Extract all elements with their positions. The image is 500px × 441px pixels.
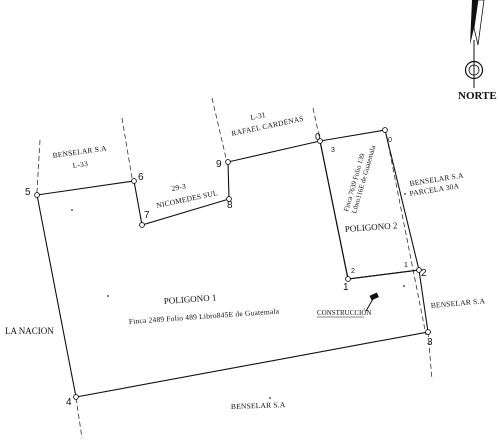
vertex-2-marker xyxy=(416,267,422,273)
vertex-2-outer-label: 2 xyxy=(421,268,427,279)
neighbor-boundary-lines xyxy=(36,97,433,439)
vertex-8-label: 8 xyxy=(227,200,233,211)
vertex-5-marker xyxy=(34,192,40,198)
boundary-line-left-top xyxy=(36,139,41,193)
boundary-line-right-outer xyxy=(384,127,427,336)
vertex-1-marker xyxy=(345,276,351,282)
lot-29-owner: NICOMEDES SUL xyxy=(156,188,219,210)
survey-dot xyxy=(403,285,405,287)
boundary-line-3-down xyxy=(427,331,433,381)
vertex-3-inner-label: 3 xyxy=(331,147,335,154)
boundary-line-6-up xyxy=(121,117,133,179)
vertex-4-marker xyxy=(73,394,79,400)
boundary-line-9-up xyxy=(211,97,227,159)
polygon-1-title: POLIGONO 1 xyxy=(163,292,216,306)
vertex-6-label: 6 xyxy=(138,172,144,183)
neighbor-right-lower-owner: BENSELAR S.A xyxy=(430,296,485,310)
north-arrow-ring-outer xyxy=(464,60,484,80)
construction-label: CONSTRUCCIÓN xyxy=(317,309,371,317)
vertex-3-outer-label: 3 xyxy=(427,337,433,348)
construction-marker: CONSTRUCCIÓN xyxy=(317,292,379,318)
vertex-8-marker xyxy=(226,196,232,202)
vertex-7-label: 7 xyxy=(144,210,150,221)
lot-31-owner: RAFAEL CARDENAS xyxy=(231,114,305,138)
polygon-1-outline xyxy=(36,140,429,398)
vertex-0b-marker xyxy=(382,127,388,133)
polygon-1-registry: Finca 2489 Folio 489 Libro845E de Guatem… xyxy=(129,306,280,326)
boundary-line-4-down xyxy=(75,397,83,439)
vertex-6-marker xyxy=(131,178,137,184)
lot-31-number: L-31 xyxy=(250,110,267,122)
lot-29-number: 29-3 xyxy=(171,182,187,193)
vertex-5-label: 5 xyxy=(25,187,31,198)
north-label: NORTE xyxy=(458,90,497,102)
north-arrow-ring-inner xyxy=(468,64,480,76)
vertex-0-marker xyxy=(317,138,323,144)
survey-dots xyxy=(71,193,406,399)
neighbor-bottom-owner: BENSELAR S.A xyxy=(231,400,286,411)
vertex-2-inner-label: 2 xyxy=(351,268,355,275)
vertex-7-marker xyxy=(139,222,145,228)
vertex-markers xyxy=(34,127,431,400)
construction-leader-line xyxy=(365,298,374,312)
vertex-4-label: 4 xyxy=(66,397,72,408)
neighbor-top-left-lot: L-33 xyxy=(72,159,89,170)
vertex-1-inner-label: 1 xyxy=(404,262,408,269)
survey-dot xyxy=(107,295,109,297)
vertex-0-inner-label: 0 xyxy=(388,137,392,144)
vertex-3-marker xyxy=(425,329,431,335)
neighbor-top-left-owner: BENSELAR S.A xyxy=(52,143,108,160)
vertex-9-label: 9 xyxy=(216,159,222,170)
polygon-2-title: POLIGONO 2 xyxy=(344,220,397,234)
road-la-nacion: LA NACION xyxy=(5,326,54,336)
vertex-9-marker xyxy=(225,159,231,165)
north-arrow: NORTE xyxy=(458,0,497,102)
survey-dot xyxy=(269,397,271,399)
vertex-0-outer-label: 0 xyxy=(315,132,321,143)
construction-block xyxy=(369,292,379,301)
survey-dot xyxy=(71,209,73,211)
vertex-1-outer-label: 1 xyxy=(343,282,349,293)
north-arrow-blade-light xyxy=(473,0,485,46)
boundary-line-0-up xyxy=(312,107,321,141)
survey-dot xyxy=(404,193,406,195)
